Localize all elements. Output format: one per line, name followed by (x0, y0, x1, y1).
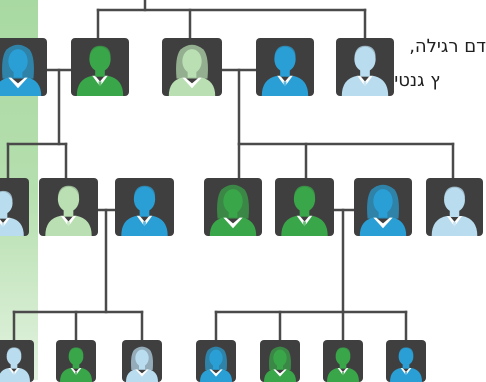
person-silhouette-icon (200, 346, 232, 382)
caption-text: דם רגילה, ץ גנטי. (389, 30, 486, 98)
person-female-blue-icon (196, 340, 236, 382)
person-male-green-icon (323, 340, 363, 382)
person-male-green-icon (275, 178, 334, 236)
person-silhouette-icon (327, 347, 359, 382)
person-silhouette-icon (76, 45, 124, 96)
person-male-blue-icon (115, 178, 174, 236)
person-silhouette-icon (168, 44, 216, 96)
person-silhouette-icon (359, 184, 407, 236)
person-silhouette-icon (390, 347, 422, 382)
person-silhouette-icon (60, 347, 92, 382)
person-silhouette-icon (126, 346, 158, 382)
person-male-green-icon (71, 38, 129, 96)
person-male-palegreen-icon (39, 178, 98, 236)
person-paleblue-icon (0, 340, 34, 382)
person-paleblue-icon (0, 178, 29, 236)
person-silhouette-icon (0, 190, 24, 236)
person-silhouette-icon (121, 185, 168, 236)
person-male-blue-icon (256, 38, 314, 96)
person-male-paleblue-icon (426, 178, 483, 236)
caption-line-1: דם רגילה, (409, 36, 486, 57)
caption-line-2: ץ גנטי. (388, 70, 440, 91)
person-male-paleblue-icon (336, 38, 394, 96)
person-silhouette-icon (264, 346, 296, 382)
person-female-green-icon (260, 340, 300, 382)
person-female-palegreen-icon (162, 38, 222, 96)
person-silhouette-icon (45, 185, 92, 236)
person-silhouette-icon (209, 184, 257, 236)
person-female-blue-icon (354, 178, 412, 236)
person-female-blue-icon (0, 38, 47, 96)
person-silhouette-icon (341, 45, 389, 96)
person-silhouette-icon (261, 45, 309, 96)
person-male-green-icon (56, 340, 96, 382)
person-silhouette-icon (281, 185, 328, 236)
person-silhouette-icon (0, 347, 30, 382)
person-silhouette-icon (0, 44, 42, 96)
person-male-blue-icon (386, 340, 426, 382)
person-female-paleblue-icon (122, 340, 162, 382)
person-silhouette-icon (431, 186, 478, 236)
person-female-green-icon (204, 178, 262, 236)
